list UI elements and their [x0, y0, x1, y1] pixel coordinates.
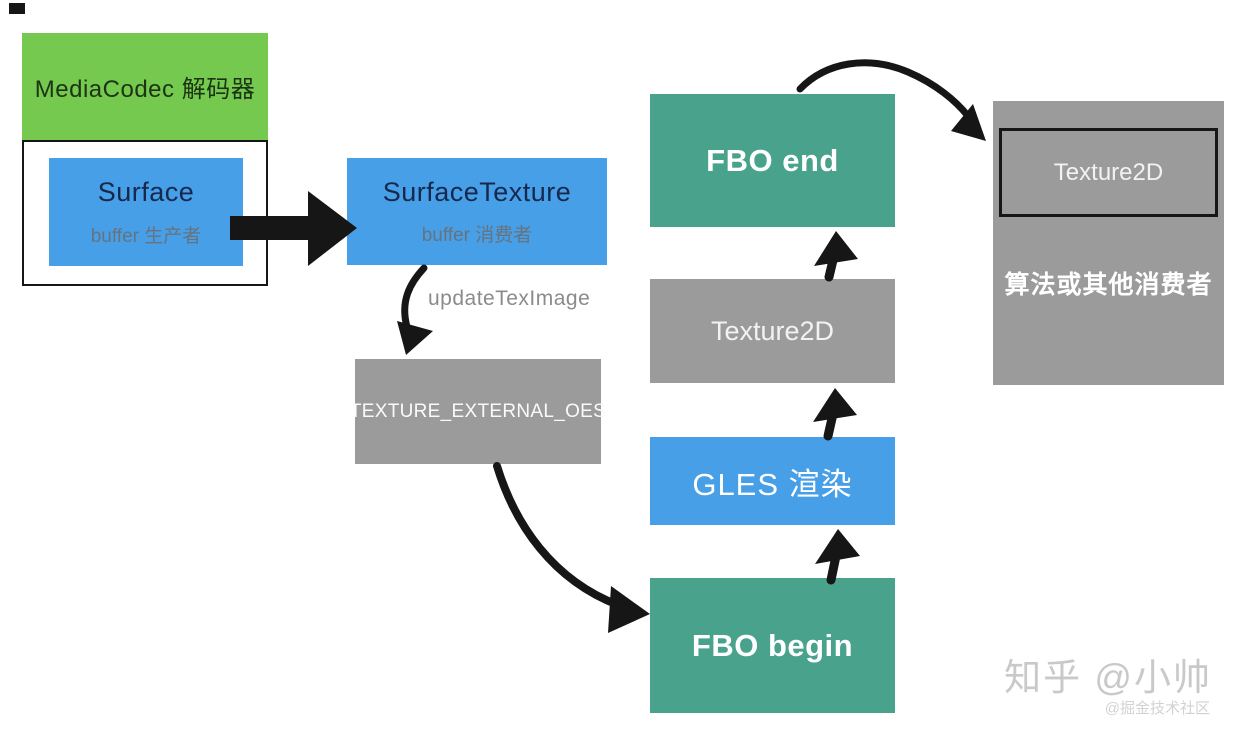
texture-external-oes-box: TEXTURE_EXTERNAL_OES — [350, 359, 606, 464]
texture2d-box: Texture2D — [650, 279, 895, 383]
surface-box: Surface buffer 生产者 — [49, 158, 243, 266]
mediacodec-decoder-label: MediaCodec 解码器 — [34, 76, 256, 103]
gles-render-label: GLES 渲染 — [692, 466, 853, 502]
consumer-texture2d-box: Texture2D — [999, 128, 1218, 217]
texture-external-oes-label: TEXTURE_EXTERNAL_OES — [349, 400, 607, 422]
texture2d-label: Texture2D — [710, 315, 835, 346]
surfacetexture-subtitle: buffer 消费者 — [421, 224, 533, 246]
surface-title: Surface — [97, 176, 195, 207]
arrow-surfacetexture-to-oes — [397, 264, 433, 355]
gles-render-box: GLES 渲染 — [650, 437, 895, 525]
consumer-box: Texture2D 算法或其他消费者 — [993, 101, 1224, 385]
arrow-fbo-begin-to-gles — [815, 529, 860, 585]
fbo-begin-box: FBO begin — [650, 578, 895, 713]
surface-subtitle: buffer 生产者 — [90, 225, 202, 247]
watermark: 知乎 @小帅 @掘金技术社区 — [1004, 657, 1212, 717]
fbo-end-label: FBO end — [706, 142, 839, 178]
watermark-main: 知乎 @小帅 — [1004, 657, 1212, 698]
consumer-label: 算法或其他消费者 — [1004, 271, 1213, 299]
surfacetexture-title: SurfaceTexture — [382, 176, 572, 207]
mediacodec-decoder-box: MediaCodec 解码器 — [22, 33, 268, 140]
update-tex-image-label: updateTexImage — [428, 287, 591, 310]
surfacetexture-box: SurfaceTexture buffer 消费者 — [347, 158, 607, 265]
watermark-sub: @掘金技术社区 — [1104, 699, 1210, 717]
fbo-end-box: FBO end — [650, 94, 895, 227]
fbo-begin-label: FBO begin — [691, 627, 854, 663]
arrow-oes-to-fbo-begin — [493, 462, 650, 633]
arrow-gles-to-texture2d — [813, 388, 857, 441]
arrow-texture2d-to-fbo-end — [814, 231, 858, 282]
consumer-texture2d-label: Texture2D — [1053, 158, 1164, 186]
corner-mark — [9, 3, 25, 14]
